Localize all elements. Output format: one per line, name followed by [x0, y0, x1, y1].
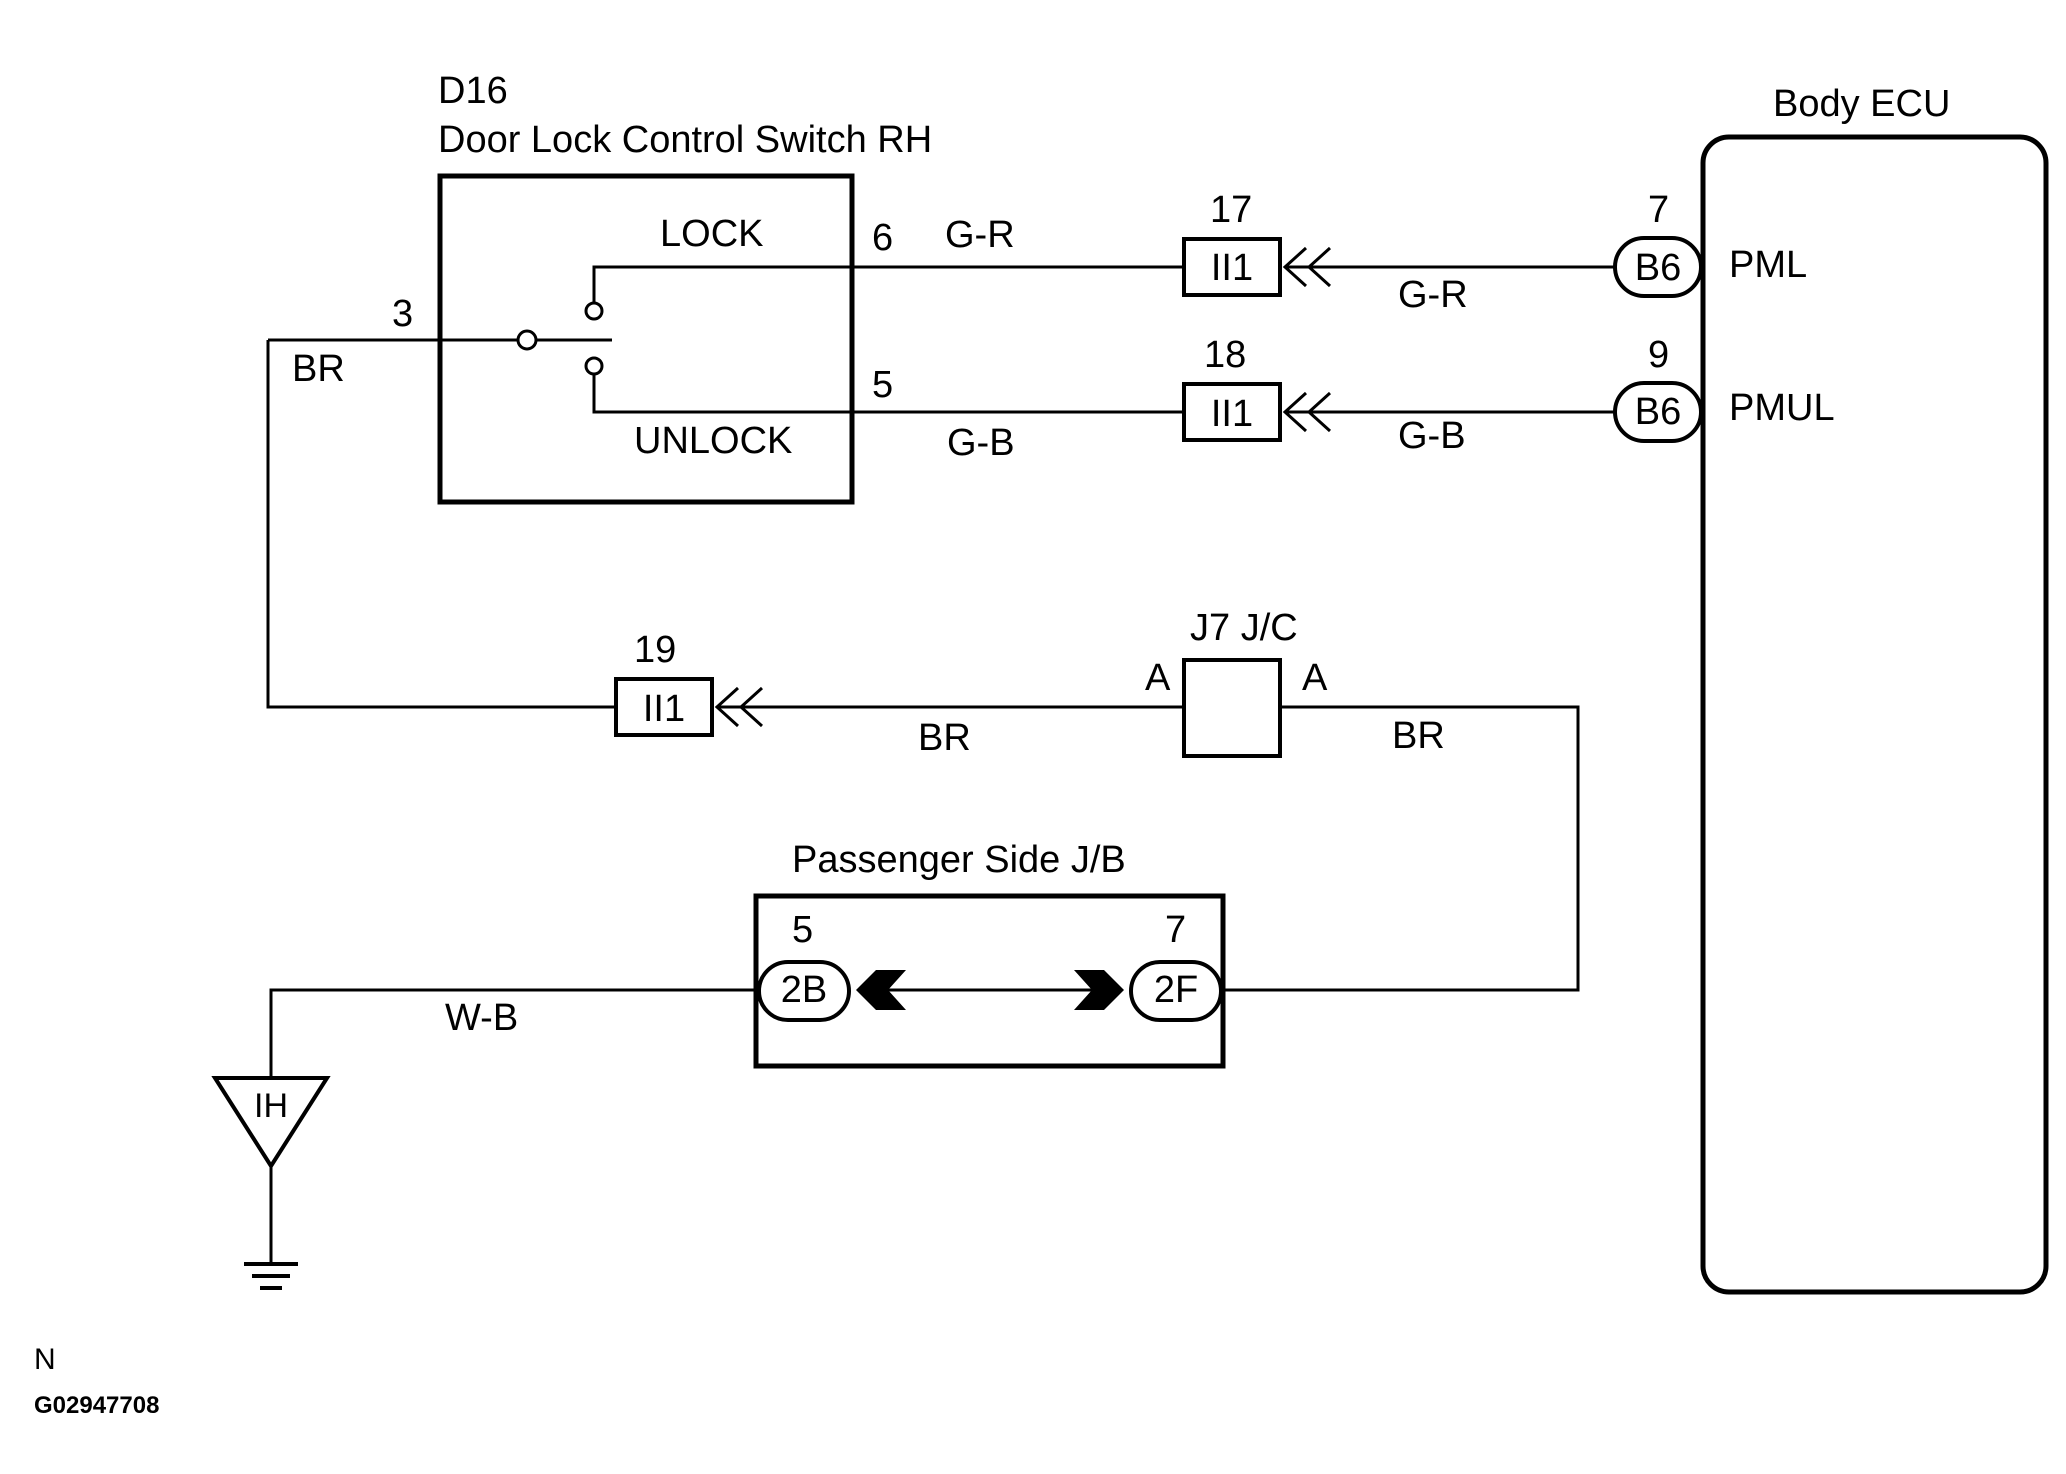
- wire-color-unlock-left: G-B: [947, 422, 1015, 464]
- jb-left-connector: [757, 960, 851, 1022]
- switch-pin-lock: 6: [872, 217, 893, 259]
- passenger-side-junction-block: Passenger Side J/B 5 7 2B 2F: [753, 839, 1226, 1069]
- jb-right-connector-label: 2F: [1154, 969, 1198, 1011]
- ground-point-triangle: [211, 1076, 331, 1170]
- connector-ii1-17-pin: 17: [1210, 189, 1252, 231]
- jb-right-arrow: [1074, 970, 1124, 1010]
- door-lock-control-switch: D16 Door Lock Control Switch RH LOCK UNL…: [268, 70, 1182, 505]
- ecu-pmul-label: PMUL: [1729, 387, 1835, 429]
- connector-ii1-19: 19 II1: [614, 629, 764, 737]
- ground-wire: [269, 988, 756, 1078]
- jb-left-arrow: [856, 970, 906, 1010]
- switch-lock-contact: [584, 301, 604, 321]
- unlock-wire-switch-side: [592, 374, 1182, 414]
- wire-color-unlock-right: G-B: [1398, 415, 1466, 457]
- figure-id: G02947708: [34, 1392, 159, 1419]
- footer-note: N: [34, 1343, 56, 1376]
- connector-ii1-19-pin: 19: [634, 629, 676, 671]
- connector-ii1-17: 17 II1: [1182, 189, 1332, 297]
- wire-color-lock-left: G-R: [945, 214, 1015, 256]
- ecu-pml-pin: 7: [1648, 189, 1669, 231]
- jb-left-connector-label: 2B: [781, 969, 827, 1011]
- junction-connector-j7: J7 J/C A A: [1145, 607, 1328, 758]
- wire-color-ground: W-B: [445, 997, 518, 1039]
- ecu-pml-connector: [1613, 236, 1703, 298]
- ground-symbol: [244, 1262, 298, 1290]
- jb-left-pin: 5: [792, 909, 813, 951]
- switch-contacts: [268, 265, 1182, 414]
- jb-name: Passenger Side J/B: [792, 839, 1126, 881]
- ecu-pml-label: PML: [1729, 244, 1807, 286]
- connector-ii1-18: 18 II1: [1182, 334, 1332, 442]
- switch-name: Door Lock Control Switch RH: [438, 119, 932, 161]
- connector-ii1-18-label: II1: [1211, 393, 1253, 435]
- wire-color-jc-right: BR: [1392, 715, 1445, 757]
- jb-right-pin: 7: [1165, 909, 1186, 951]
- common-wire-left: [266, 340, 615, 709]
- switch-lock-label: LOCK: [660, 213, 763, 255]
- jc-body: [1182, 658, 1282, 758]
- wire-color-jc-left: BR: [918, 717, 971, 759]
- ecu-pmul-pin: 9: [1648, 334, 1669, 376]
- ecu-body: [1700, 134, 2049, 1295]
- ecu-name: Body ECU: [1773, 83, 1950, 125]
- switch-code: D16: [438, 70, 508, 112]
- wire-color-lock-right: G-R: [1398, 274, 1468, 316]
- connector-ii1-19-box: [614, 677, 714, 737]
- switch-unlock-contact: [584, 356, 604, 376]
- ecu-pmul-connector: [1613, 381, 1703, 443]
- connector-ii1-18-pin: 18: [1204, 334, 1246, 376]
- switch-pin-common: 3: [392, 293, 413, 335]
- common-wire-to-jb: [1224, 705, 1580, 992]
- ground-point: IH: [211, 1076, 331, 1290]
- jc-name: J7 J/C: [1190, 607, 1298, 649]
- ground-point-label: IH: [254, 1087, 288, 1125]
- connector-ii1-19-label: II1: [643, 688, 685, 730]
- ecu-pmul-connector-label: B6: [1635, 391, 1681, 433]
- connector-ii1-17-box: [1182, 237, 1282, 297]
- lock-wire-switch-side: [592, 265, 1182, 303]
- wire-color-common: BR: [292, 348, 345, 390]
- body-ecu: Body ECU 7 B6 PML 9 B6 PMUL: [1613, 83, 2049, 1295]
- ecu-pml-connector-label: B6: [1635, 247, 1681, 289]
- jc-pin-right: A: [1302, 657, 1328, 699]
- jc-pin-left: A: [1145, 657, 1171, 699]
- connector-ii1-17-label: II1: [1211, 247, 1253, 289]
- jb-right-connector: [1129, 960, 1223, 1022]
- switch-pin-unlock: 5: [872, 364, 893, 406]
- connector-ii1-18-box: [1182, 382, 1282, 442]
- switch-common-contact: [516, 329, 538, 351]
- switch-unlock-label: UNLOCK: [634, 420, 792, 462]
